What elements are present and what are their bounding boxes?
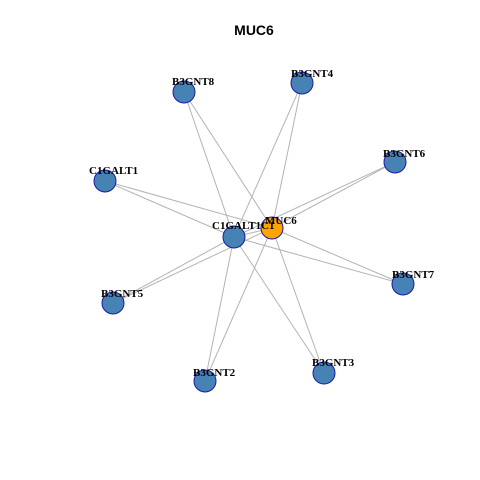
edge-c1galt1c1-b3gnt6 (233, 161, 396, 238)
node-c1galt1c1: C1GALT1C1 (212, 220, 275, 249)
edge-c1galt1c1-b3gnt5 (112, 236, 235, 304)
node-circle (383, 150, 407, 174)
node-circle (290, 71, 314, 95)
edge-c1galt1c1-b3gnt3 (233, 236, 325, 374)
node-label: B3GNT2 (193, 367, 236, 379)
node-label: C1GALT1C1 (212, 220, 275, 232)
node-circle (391, 272, 415, 296)
edge-muc6-b3gnt2 (204, 227, 273, 382)
node-circle (222, 225, 246, 249)
node-circle (193, 369, 217, 393)
node-circle (101, 291, 125, 315)
node-label: B3GNT4 (291, 68, 334, 80)
node-circle (172, 80, 196, 104)
node-b3gnt3: B3GNT3 (312, 357, 355, 385)
edge-layer (104, 82, 404, 382)
node-c1galt1: C1GALT1 (89, 165, 138, 193)
node-label: B3GNT3 (312, 357, 355, 369)
edge-c1galt1c1-b3gnt7 (233, 236, 404, 285)
node-label: C1GALT1 (89, 165, 138, 177)
node-b3gnt6: B3GNT6 (383, 148, 426, 174)
node-label: B3GNT5 (101, 288, 144, 300)
edge-c1galt1c1-b3gnt8 (183, 91, 235, 238)
node-circle (93, 169, 117, 193)
node-b3gnt8: B3GNT8 (172, 76, 215, 104)
node-label: B3GNT8 (172, 76, 215, 88)
node-b3gnt2: B3GNT2 (193, 367, 236, 393)
node-circle (260, 216, 284, 240)
graph-title: MUC6 (234, 22, 274, 38)
node-b3gnt7: B3GNT7 (391, 269, 435, 296)
edge-c1galt1c1-b3gnt2 (204, 236, 235, 382)
node-label: MUC6 (265, 215, 297, 227)
edge-c1galt1c1-b3gnt4 (233, 82, 303, 238)
edge-muc6-b3gnt6 (271, 161, 396, 229)
node-label: B3GNT7 (392, 269, 435, 281)
edge-muc6-b3gnt8 (183, 91, 273, 229)
edge-muc6-b3gnt4 (271, 82, 303, 229)
node-circle (312, 361, 336, 385)
node-b3gnt5: B3GNT5 (101, 288, 144, 315)
edge-muc6-c1galt1 (104, 180, 273, 229)
node-b3gnt4: B3GNT4 (290, 68, 334, 95)
edge-muc6-b3gnt7 (271, 227, 404, 285)
edge-c1galt1c1-c1galt1 (104, 180, 235, 238)
edge-muc6-b3gnt3 (271, 227, 325, 374)
node-label: B3GNT6 (383, 148, 426, 160)
node-muc6: MUC6 (260, 215, 297, 240)
